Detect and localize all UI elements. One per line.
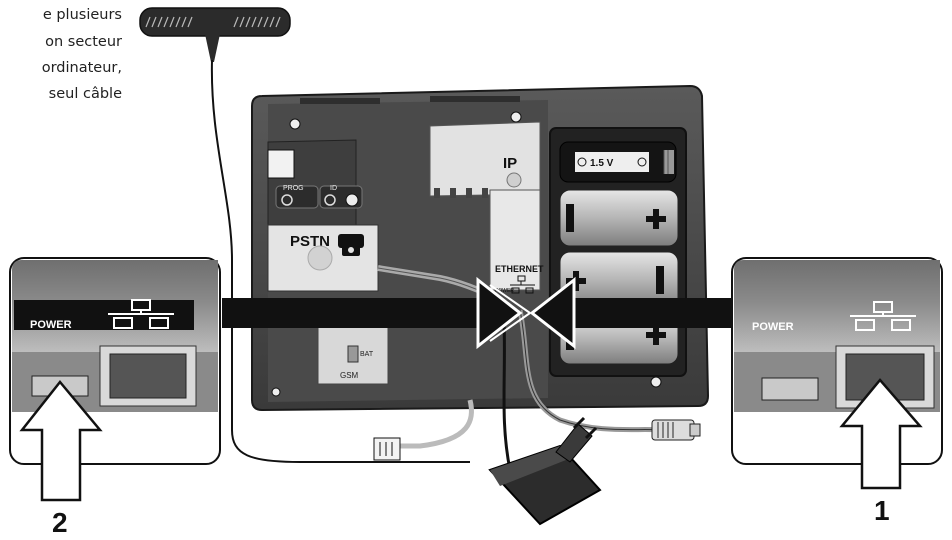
rj45-plug xyxy=(652,420,700,440)
gsm-label: GSM xyxy=(340,371,359,380)
left-power-label: POWER xyxy=(30,319,72,331)
right-power-label: POWER xyxy=(752,321,794,333)
bat-label: BAT xyxy=(360,351,374,358)
battery-voltage-label: 1.5 V xyxy=(590,158,614,169)
minus-sign xyxy=(566,204,574,232)
right-zoom-panel: POWER xyxy=(732,258,942,464)
step-2-number: 2 xyxy=(52,507,68,538)
rj11-plug xyxy=(374,438,400,460)
step-1-number: 1 xyxy=(874,495,890,526)
pstn-board: PSTN xyxy=(268,225,378,291)
ethernet-label: ETHERNET xyxy=(495,264,544,274)
ip-label: IP xyxy=(503,155,517,172)
id-label: ID xyxy=(330,185,337,192)
gsm-module: BAT GSM xyxy=(318,326,388,384)
prog-label: PROG xyxy=(283,185,304,192)
